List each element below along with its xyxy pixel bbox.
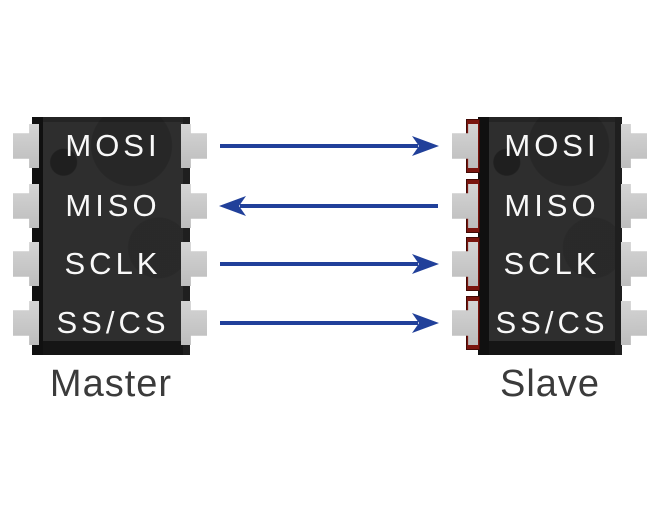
master-pin-left-4	[13, 301, 39, 345]
slave-pin-left-2	[452, 184, 478, 228]
slave-pin-right-2	[621, 184, 647, 228]
slave-pin-label-mosi: MOSI	[504, 128, 600, 163]
slave-pin-right-1	[621, 124, 647, 168]
slave-pin-label-sscs: SS/CS	[495, 305, 609, 340]
master-pin-left-1	[13, 124, 39, 168]
slave-pin-label-sclk: SCLK	[503, 246, 601, 281]
slave-pin-left-3	[452, 242, 478, 286]
master-pin-left-2	[13, 184, 39, 228]
sclk-arrow-right-icon	[220, 254, 439, 274]
master-pin-left-3	[13, 242, 39, 286]
master-caption: Master	[49, 363, 173, 405]
mosi-arrow-right-icon	[220, 136, 439, 156]
master-pin-right-4	[181, 301, 207, 345]
master-pin-right-2	[181, 184, 207, 228]
sscs-arrow-right-icon	[220, 313, 439, 333]
slave-chip: MOSI MISO SCLK SS/CS	[478, 117, 622, 355]
master-pin-label-miso: MISO	[65, 188, 161, 223]
master-pin-right-1	[181, 124, 207, 168]
master-chip: MOSI MISO SCLK SS/CS	[32, 117, 190, 355]
slave-pin-right-3	[621, 242, 647, 286]
slave-caption: Slave	[499, 363, 601, 405]
master-pin-label-sscs: SS/CS	[56, 305, 170, 340]
slave-pin-label-miso: MISO	[504, 188, 600, 223]
slave-pin-left-1	[452, 124, 478, 168]
master-pin-label-mosi: MOSI	[65, 128, 161, 163]
slave-pin-right-4	[621, 301, 647, 345]
miso-arrow-left-icon	[219, 196, 438, 216]
slave-pin-left-4	[452, 301, 478, 345]
master-pin-label-sclk: SCLK	[64, 246, 162, 281]
master-pin-right-3	[181, 242, 207, 286]
